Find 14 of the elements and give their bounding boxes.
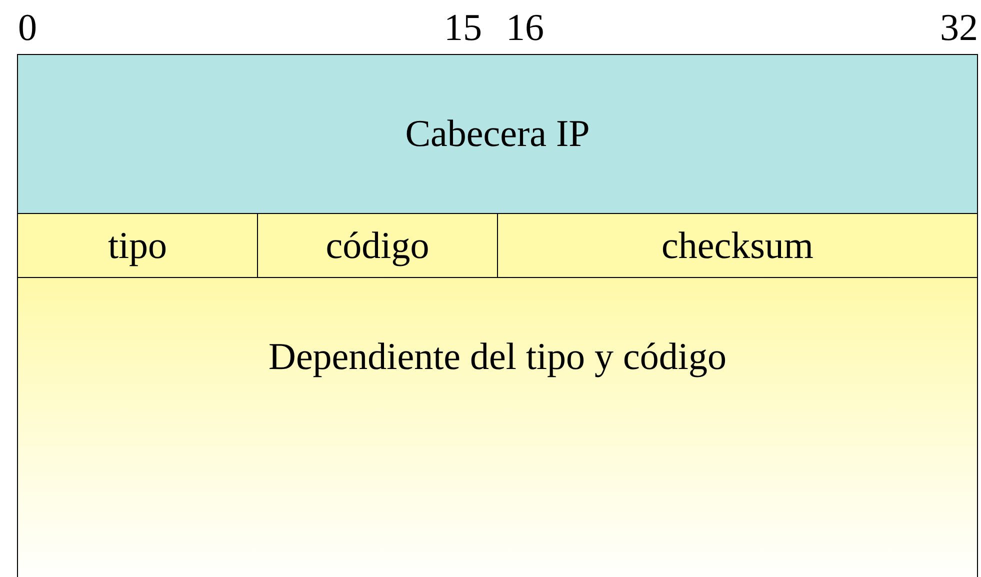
field-cell: [17, 213, 258, 278]
field-cell: [257, 213, 498, 278]
data-field: [17, 277, 978, 577]
bit-position-label: 0: [18, 6, 38, 50]
field-label: Cabecera IP: [405, 112, 590, 156]
field-label: tipo: [108, 224, 168, 268]
field-label: código: [326, 224, 430, 268]
field-label: Dependiente del tipo y código: [268, 335, 726, 379]
header-field: [17, 54, 978, 214]
bit-position-label: 15: [443, 6, 483, 50]
field-cell: [497, 213, 978, 278]
bit-position-label: 16: [505, 6, 545, 50]
bit-position-label: 32: [939, 6, 978, 50]
field-label: checksum: [662, 224, 814, 268]
